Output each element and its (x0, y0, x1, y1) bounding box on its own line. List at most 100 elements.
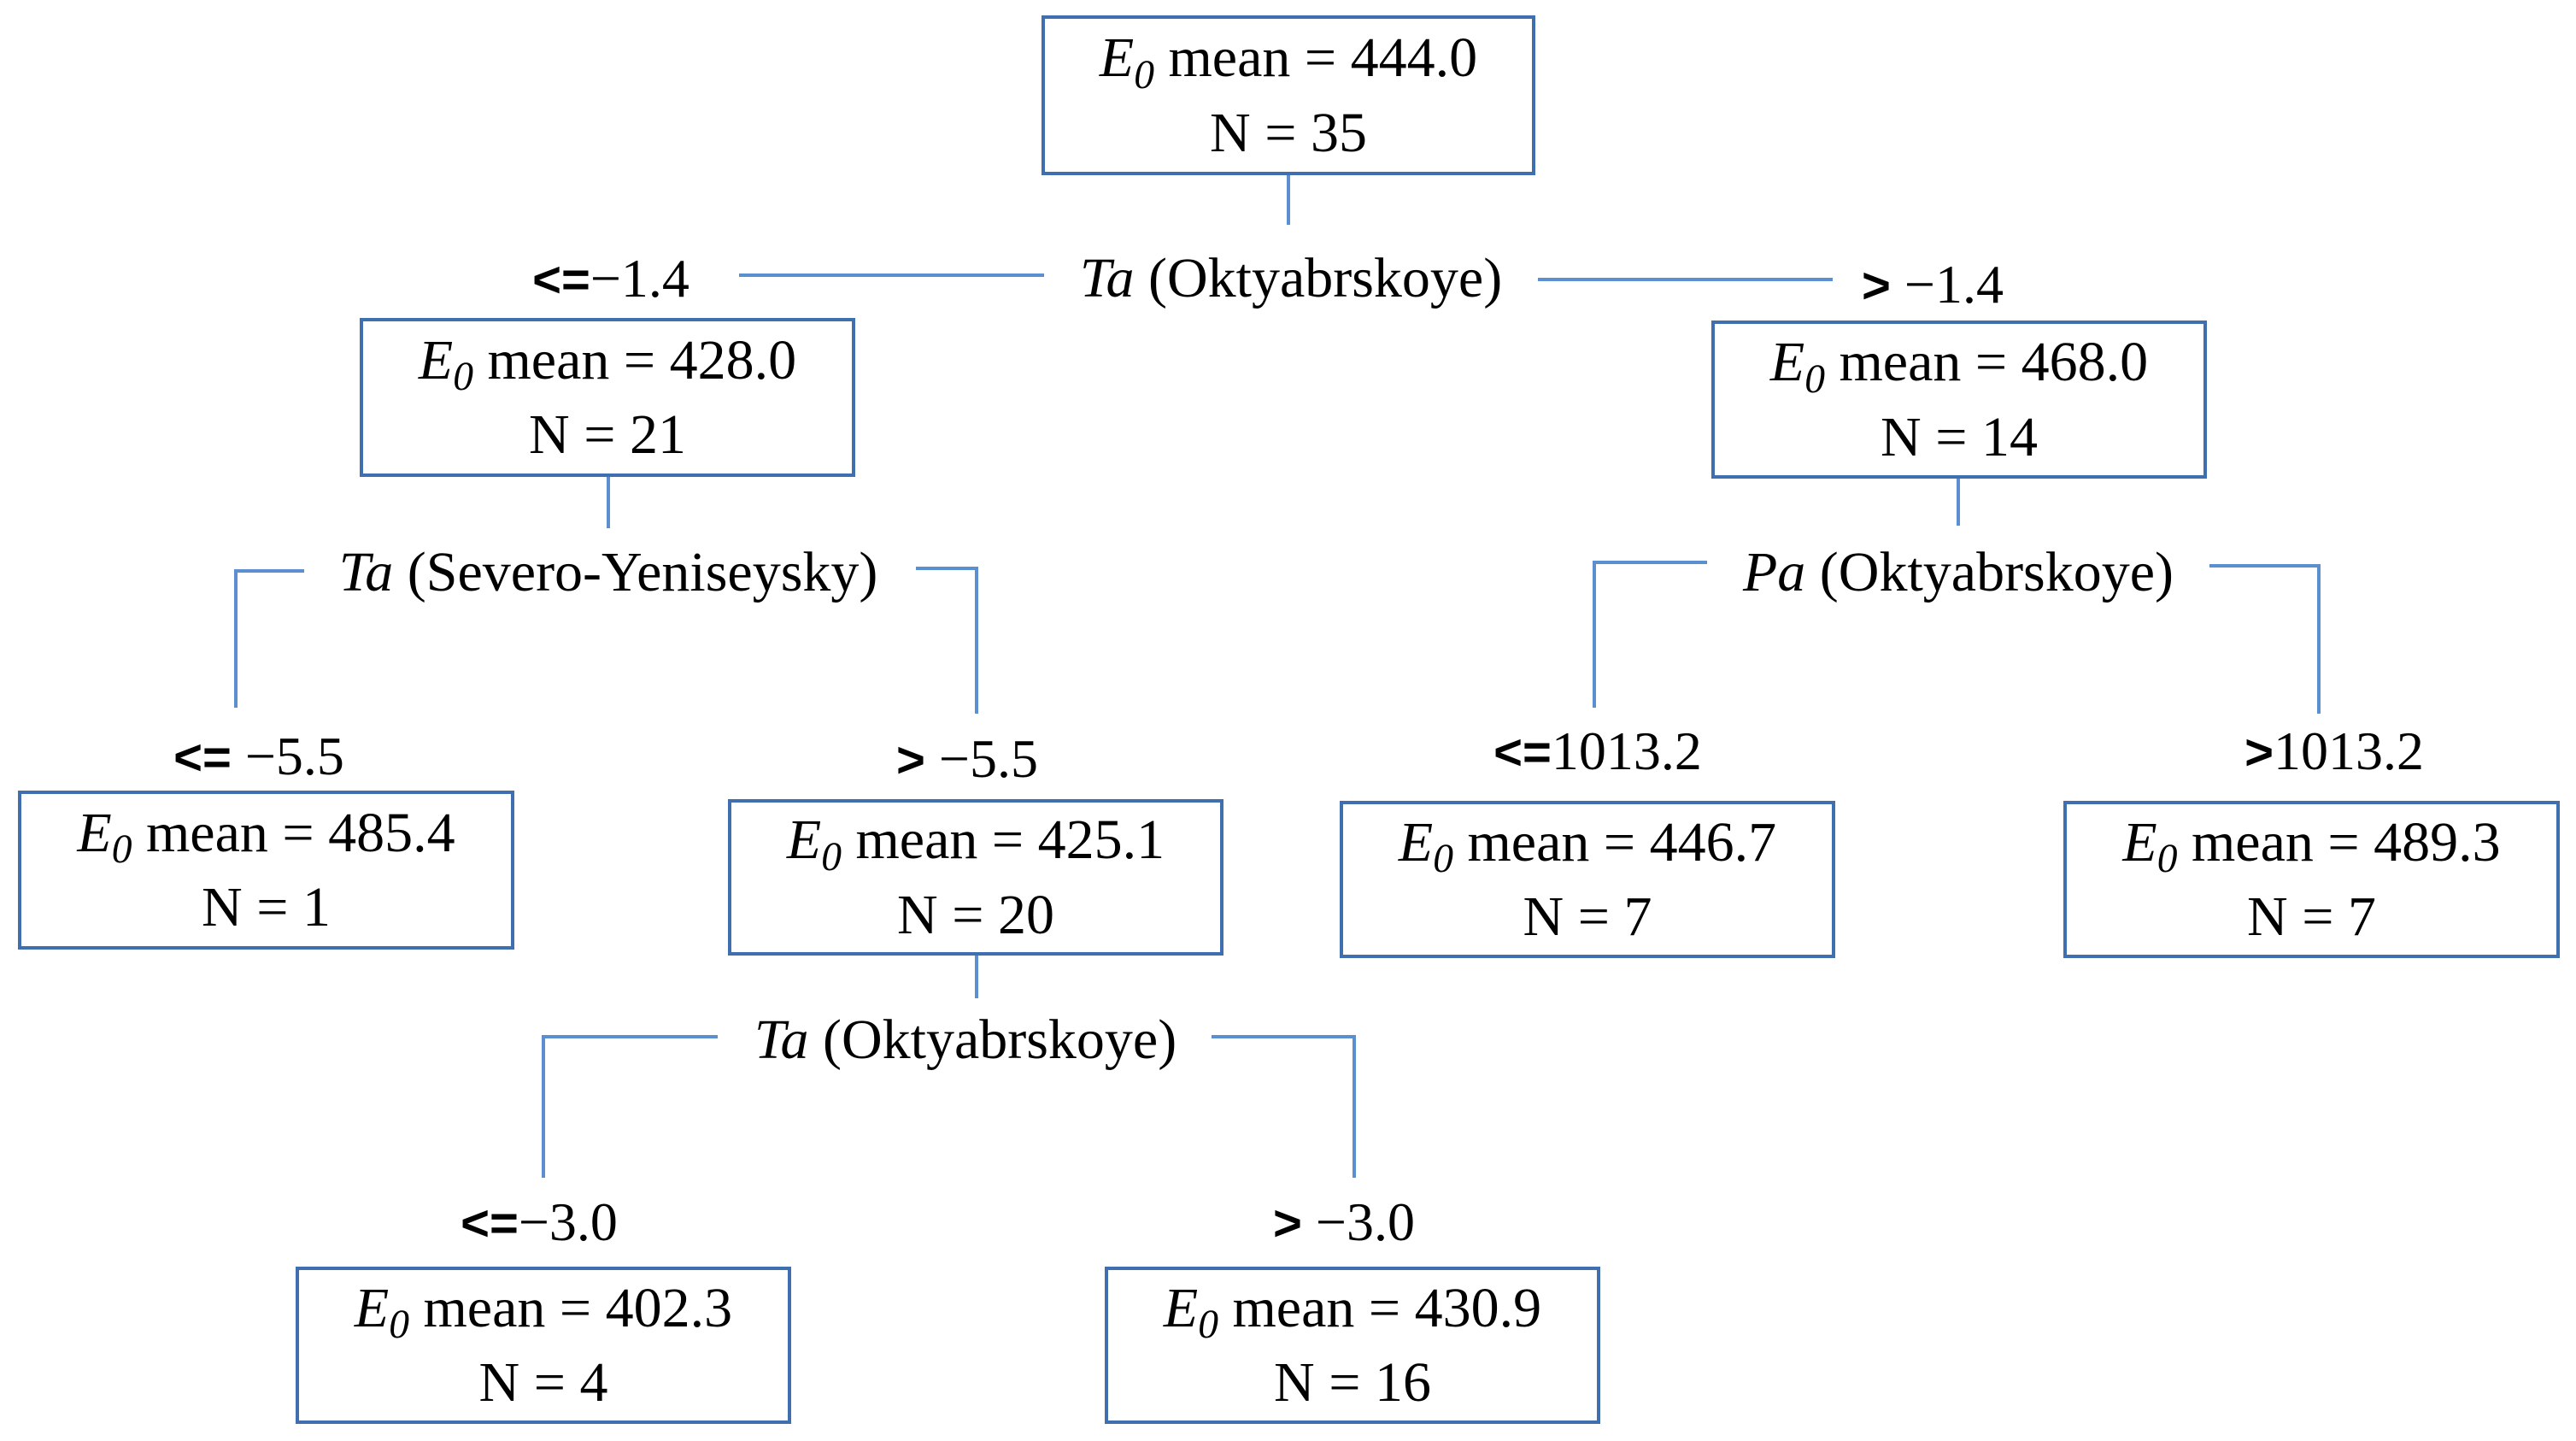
node-count-line: N = 16 (1274, 1345, 1431, 1420)
node-mean-line: E0 mean = 468.0 (1770, 325, 2149, 402)
edge-left-left (234, 569, 304, 708)
count-label: N = (2247, 885, 2334, 948)
mean-label: mean = (855, 809, 1024, 872)
condition-value: −5.5 (244, 726, 344, 786)
node-mean-line: E0 mean = 402.3 (354, 1271, 733, 1348)
condition-value: −1.4 (590, 248, 689, 309)
node-mean-line: E0 mean = 430.9 (1163, 1271, 1542, 1348)
condition-right-right: >1013.2 (2244, 724, 2424, 779)
node-right: E0 mean = 468.0 N = 14 (1711, 321, 2207, 479)
node-left-left: E0 mean = 485.4 N = 1 (18, 791, 514, 950)
mean-label: mean = (1467, 810, 1636, 873)
count-value: 4 (579, 1351, 608, 1414)
mean-subscript: 0 (389, 1303, 409, 1348)
mean-symbol: E (786, 809, 822, 872)
mean-value: 468.0 (2021, 331, 2149, 394)
mean-value: 485.4 (328, 801, 455, 864)
node-mean-line: E0 mean = 485.4 (77, 796, 455, 872)
edge-lr-left (542, 1035, 718, 1178)
node-count-line: N = 4 (479, 1345, 608, 1420)
mean-value: 425.1 (1037, 809, 1165, 872)
node-count-line: N = 35 (1210, 96, 1367, 170)
mean-label: mean = (423, 1276, 592, 1339)
mean-value: 428.0 (669, 328, 797, 391)
count-value: 7 (1623, 885, 1652, 948)
mean-symbol: E (1398, 810, 1434, 873)
mean-label: mean = (1232, 1276, 1401, 1339)
node-left-right: E0 mean = 425.1 N = 20 (728, 799, 1223, 956)
condition-value: −5.5 (938, 728, 1038, 789)
count-label: N = (1274, 1351, 1361, 1414)
count-value: 35 (1310, 101, 1367, 164)
mean-value: 402.3 (605, 1276, 733, 1339)
node-mean-line: E0 mean = 428.0 (419, 323, 797, 399)
node-mean-line: E0 mean = 425.1 (786, 803, 1165, 879)
edge-left-right (916, 567, 978, 714)
mean-subscript: 0 (1433, 837, 1453, 882)
mean-value: 430.9 (1414, 1276, 1542, 1339)
split-station: (Oktyabrskoye) (1819, 541, 2174, 603)
count-label: N = (478, 1351, 566, 1414)
mean-symbol: E (77, 801, 112, 864)
mean-label: mean = (487, 328, 656, 391)
count-value: 7 (2347, 885, 2376, 948)
condition-operator: <= (173, 730, 232, 785)
condition-operator: <= (1493, 725, 1552, 780)
mean-subscript: 0 (1134, 52, 1154, 97)
node-count-line: N = 21 (529, 397, 686, 472)
condition-left-right: > −5.5 (896, 732, 1038, 786)
count-label: N = (202, 876, 289, 938)
mean-value: 444.0 (1350, 26, 1478, 90)
condition-value: −3.0 (1315, 1191, 1415, 1252)
mean-subscript: 0 (1198, 1303, 1218, 1348)
edge-lr-right (1212, 1035, 1356, 1178)
count-label: N = (897, 883, 984, 946)
node-lr-right: E0 mean = 430.9 N = 16 (1105, 1267, 1600, 1424)
mean-symbol: E (1163, 1276, 1199, 1339)
mean-subscript: 0 (821, 834, 842, 879)
node-count-line: N = 7 (1523, 879, 1652, 954)
condition-operator: <= (532, 252, 590, 308)
condition-lr-left: <=−3.0 (461, 1195, 618, 1250)
count-value: 1 (302, 876, 331, 938)
node-right-left: E0 mean = 446.7 N = 7 (1340, 801, 1835, 958)
split-variable: Ta (754, 1009, 809, 1071)
node-right-right: E0 mean = 489.3 N = 7 (2063, 801, 2560, 958)
count-value: 20 (997, 883, 1054, 946)
condition-root-left: <=−1.4 (532, 251, 689, 306)
count-value: 21 (629, 403, 686, 466)
node-root: E0 mean = 444.0 N = 35 (1042, 15, 1535, 175)
node-count-line: N = 20 (897, 878, 1054, 952)
split-label-left: Ta (Severo-Yeniseysky) (332, 544, 885, 601)
condition-value: 1013.2 (1551, 720, 1702, 781)
split-variable: Ta (338, 541, 394, 603)
mean-label: mean = (1839, 331, 2008, 394)
mean-label: mean = (1168, 26, 1337, 90)
node-mean-line: E0 mean = 444.0 (1099, 21, 1478, 97)
edge-right-left (1593, 561, 1707, 708)
mean-symbol: E (2122, 810, 2157, 873)
count-label: N = (529, 403, 616, 466)
mean-value: 489.3 (2374, 810, 2501, 873)
condition-operator: > (1273, 1196, 1302, 1251)
mean-symbol: E (1099, 26, 1135, 90)
condition-operator: > (1862, 258, 1891, 314)
node-left: E0 mean = 428.0 N = 21 (360, 318, 855, 477)
condition-operator: > (896, 732, 925, 788)
mean-label: mean = (2191, 810, 2360, 873)
split-label-lr: Ta (Oktyabrskoye) (747, 1009, 1184, 1071)
split-variable: Pa (1742, 541, 1806, 603)
count-value: 14 (1980, 405, 2038, 468)
condition-value: −3.0 (518, 1191, 618, 1252)
count-label: N = (1881, 405, 1968, 468)
mean-subscript: 0 (1804, 356, 1825, 402)
node-lr-left: E0 mean = 402.3 N = 4 (296, 1267, 791, 1424)
count-label: N = (1523, 885, 1610, 948)
mean-symbol: E (354, 1276, 390, 1339)
split-variable: Ta (1079, 247, 1135, 309)
node-count-line: N = 7 (2247, 879, 2376, 954)
node-count-line: N = 1 (202, 870, 331, 944)
condition-operator: > (2244, 725, 2274, 780)
